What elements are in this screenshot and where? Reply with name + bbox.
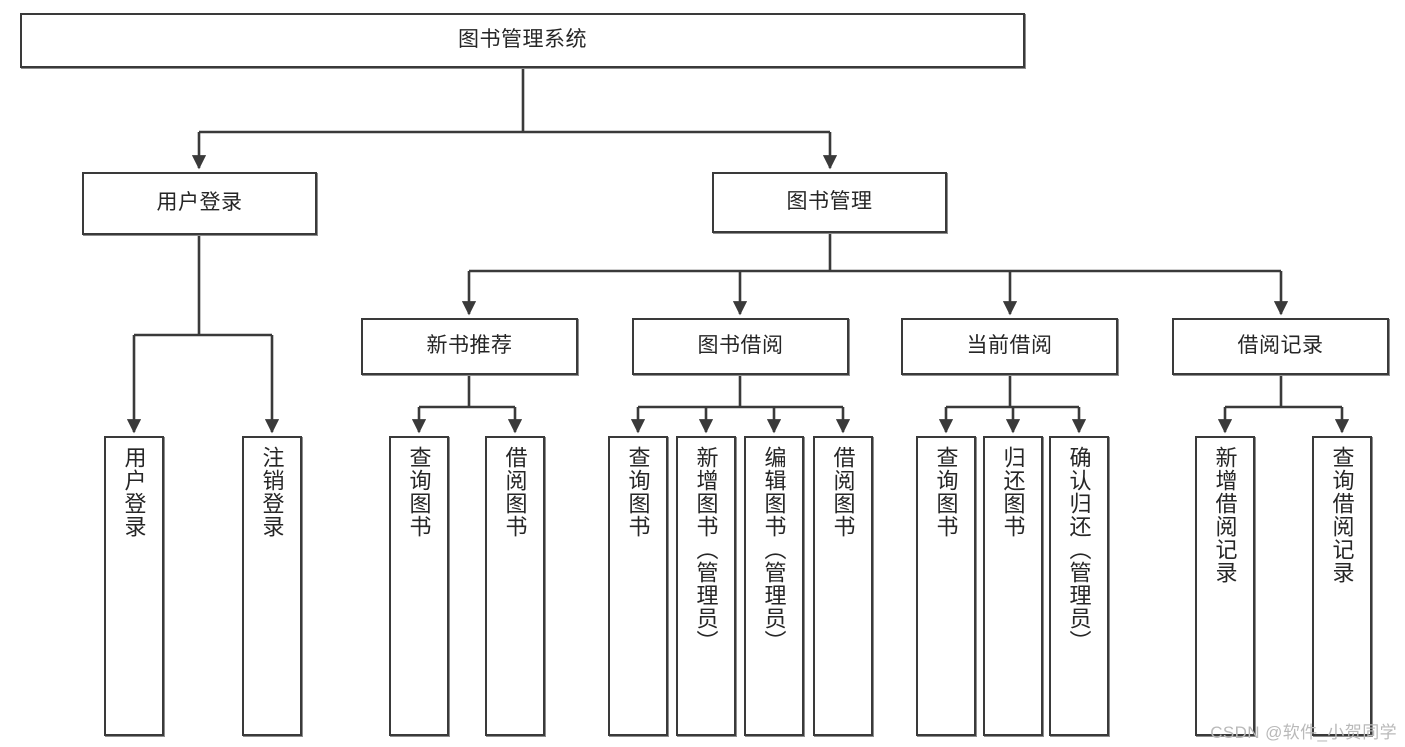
node-label: 新书推荐	[426, 334, 513, 358]
node-book-management[interactable]: 图书管理	[712, 172, 947, 233]
node-label: 确认归还（管理员）	[1066, 446, 1092, 653]
leaf-current-query-book[interactable]: 查询图书	[916, 436, 976, 736]
node-book-borrowing[interactable]: 图书借阅	[632, 318, 849, 375]
node-label: 编辑图书（管理员）	[761, 446, 787, 653]
node-label: 当前借阅	[966, 334, 1053, 358]
node-label: 借阅图书	[830, 446, 856, 538]
leaf-borrow-add-book-admin[interactable]: 新增图书（管理员）	[676, 436, 736, 736]
node-label: 图书管理	[786, 190, 873, 214]
node-label: 查询图书	[625, 446, 651, 538]
node-label: 用户登录	[121, 446, 147, 538]
leaf-borrow-edit-book-admin[interactable]: 编辑图书（管理员）	[744, 436, 804, 736]
node-label: 图书借阅	[697, 334, 784, 358]
node-label: 查询借阅记录	[1329, 446, 1355, 584]
leaf-borrow-borrow-book[interactable]: 借阅图书	[813, 436, 873, 736]
leaf-record-add-record[interactable]: 新增借阅记录	[1195, 436, 1255, 736]
node-label: 查询图书	[406, 446, 432, 538]
leaf-current-confirm-return-admin[interactable]: 确认归还（管理员）	[1049, 436, 1109, 736]
node-label: 注销登录	[259, 446, 285, 538]
node-root-book-management-system[interactable]: 图书管理系统	[20, 13, 1025, 68]
node-label: 查询图书	[933, 446, 959, 538]
leaf-record-query-record[interactable]: 查询借阅记录	[1312, 436, 1372, 736]
node-label: 用户登录	[156, 191, 243, 215]
node-label: 新增图书（管理员）	[693, 446, 719, 653]
node-label: 图书管理系统	[458, 28, 587, 52]
node-label: 借阅图书	[502, 446, 528, 538]
leaf-new-book-borrow-book[interactable]: 借阅图书	[485, 436, 545, 736]
watermark-text: CSDN @软件_小贺同学	[1210, 723, 1397, 742]
node-label: 归还图书	[1000, 446, 1026, 538]
node-borrowing-records[interactable]: 借阅记录	[1172, 318, 1389, 375]
leaf-current-return-book[interactable]: 归还图书	[983, 436, 1043, 736]
node-label: 借阅记录	[1237, 334, 1324, 358]
leaf-user-login[interactable]: 用户登录	[104, 436, 164, 736]
node-user-login[interactable]: 用户登录	[82, 172, 317, 235]
leaf-borrow-query-book[interactable]: 查询图书	[608, 436, 668, 736]
node-current-borrowing[interactable]: 当前借阅	[901, 318, 1118, 375]
node-label: 新增借阅记录	[1212, 446, 1238, 584]
node-new-book-recommendation[interactable]: 新书推荐	[361, 318, 578, 375]
leaf-logout[interactable]: 注销登录	[242, 436, 302, 736]
leaf-new-book-query-book[interactable]: 查询图书	[389, 436, 449, 736]
